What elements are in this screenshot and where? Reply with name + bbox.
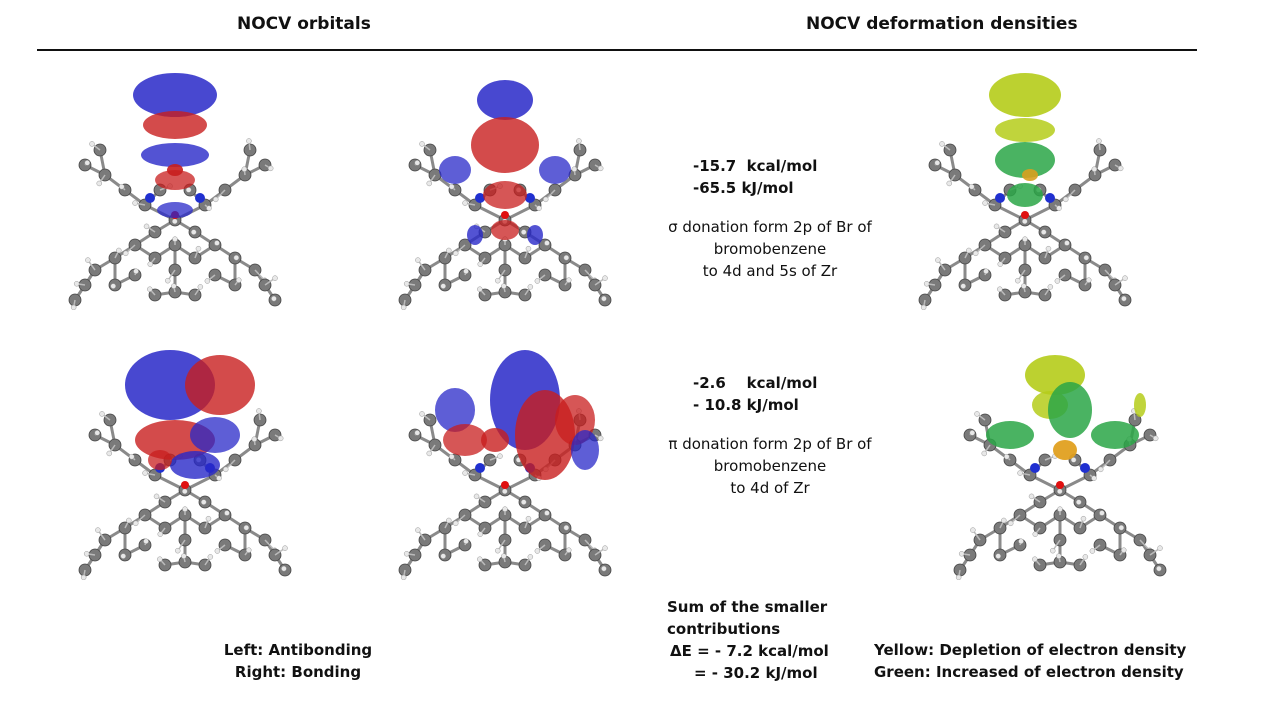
sum-line4: = - 30.2 kJ/mol xyxy=(694,664,818,682)
row1-desc-line2: bromobenzene xyxy=(713,240,827,258)
orbital-antibonding-sigma xyxy=(55,70,295,310)
legend-orbitals: Left: Antibonding Right: Bonding xyxy=(198,639,398,683)
row1-energy-kj: -65.5 kJ/mol xyxy=(693,179,794,197)
row1-desc-line3: to 4d and 5s of Zr xyxy=(702,262,838,280)
orbital-antibonding-pi-image xyxy=(78,350,292,580)
density-sigma xyxy=(905,70,1145,310)
orbital-antibonding-pi xyxy=(65,340,305,580)
orbital-bonding-pi xyxy=(385,340,625,580)
legend-orbitals-line1: Left: Antibonding xyxy=(223,641,373,659)
orbital-antibonding-sigma-image xyxy=(68,73,282,310)
orbital-bonding-sigma-image xyxy=(398,80,612,310)
row2-desc-line3: to 4d of Zr xyxy=(730,479,810,497)
row1-energy-kcal: -15.7 kcal/mol xyxy=(693,157,818,175)
density-pi xyxy=(940,340,1180,580)
sum-line3: ΔE = - 7.2 kcal/mol xyxy=(670,642,829,660)
legend-density-line1: Yellow: Depletion of electron density xyxy=(874,641,1187,659)
legend-orbitals-line2: Right: Bonding xyxy=(234,663,362,681)
row2-description: π donation form 2p of Br of bromobenzene… xyxy=(660,433,880,499)
row2-desc-line1: π donation form 2p of Br of xyxy=(668,435,872,453)
header-nocv-deformation-densities: NOCV deformation densities xyxy=(806,14,1078,34)
row2-energy-kj: - 10.8 kJ/mol xyxy=(693,396,799,414)
orbital-bonding-sigma xyxy=(385,70,625,310)
row1-description: σ donation form 2p of Br of bromobenzene… xyxy=(660,216,880,282)
density-pi-image xyxy=(953,355,1167,580)
row2-energy-kcal: -2.6 kcal/mol xyxy=(693,374,818,392)
sum-block: Sum of the smaller contributions ΔE = - … xyxy=(667,596,829,684)
row1-desc-line1: σ donation form 2p of Br of xyxy=(668,218,872,236)
sum-line1: Sum of the smaller xyxy=(667,598,828,616)
legend-density-line2: Green: Increased of electron density xyxy=(874,663,1184,681)
row2-desc-line2: bromobenzene xyxy=(713,457,827,475)
header-divider xyxy=(37,49,1197,51)
header-nocv-orbitals: NOCV orbitals xyxy=(237,14,371,34)
legend-density: Yellow: Depletion of electron density Gr… xyxy=(874,639,1186,683)
orbital-bonding-pi-image xyxy=(398,350,612,580)
sum-line2: contributions xyxy=(667,620,781,638)
density-sigma-image xyxy=(918,73,1132,310)
